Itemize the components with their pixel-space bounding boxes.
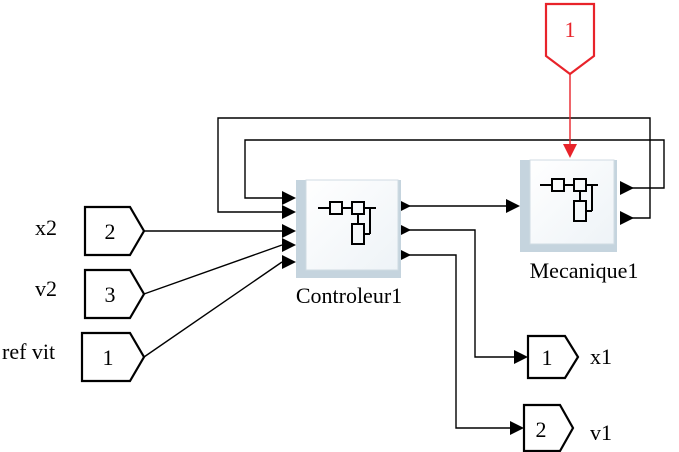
wire-ref-vit[interactable] (143, 261, 283, 358)
arrow-ctrl-in5 (282, 255, 296, 269)
wire-x1[interactable] (405, 229, 516, 358)
outport-x1-label: x1 (590, 344, 612, 369)
inport-x2[interactable]: 2 (83, 205, 146, 257)
signal-lines (143, 74, 665, 429)
outport-v1-shape (522, 403, 575, 452)
arrow-ctrl-in3 (282, 224, 296, 238)
controller-block[interactable]: Controleur1 (296, 179, 402, 308)
arrow-ctrl-in4 (282, 238, 296, 252)
mechanics-block-name: Mecanique1 (530, 258, 639, 283)
inport-x2-shape (83, 205, 146, 257)
outport-v1-label: v1 (590, 420, 612, 445)
outport-v1-number: 2 (536, 417, 547, 442)
mechanics-block[interactable]: Mecanique1 (520, 159, 639, 283)
arrow-out-v1 (510, 421, 524, 435)
top-inport-number: 1 (565, 17, 576, 42)
top-inport[interactable]: 1 (544, 2, 596, 76)
top-inport-shape (544, 2, 596, 76)
subsystem-icon (318, 201, 376, 245)
mechanics-block-body (529, 159, 615, 245)
arrow-ctrl-in2 (282, 191, 296, 205)
feedback-line-outer[interactable] (217, 117, 651, 219)
arrow-heads (282, 144, 634, 435)
inport-ref-vit-number: 1 (103, 345, 114, 370)
inport-v2[interactable]: 3 (83, 268, 146, 320)
inport-ref-vit-label: ref vit (2, 339, 55, 364)
feedback-line-inner[interactable] (244, 139, 665, 199)
arrow-out-x1 (514, 350, 528, 364)
outport-x1[interactable]: 1 (526, 334, 580, 380)
inport-v2-shape (83, 268, 146, 320)
arrow-mech-out1 (620, 181, 634, 195)
inport-v2-label: v2 (35, 276, 57, 301)
inport-ref-vit-shape (80, 331, 146, 383)
arrow-ctrl-in1 (282, 205, 296, 219)
controller-block-name: Controleur1 (296, 283, 402, 308)
inport-ref-vit[interactable]: 1 (80, 331, 146, 383)
arrow-mech-out2 (620, 211, 634, 225)
inport-x2-number: 2 (105, 219, 116, 244)
arrow-top-input (563, 144, 577, 158)
inport-v2-number: 3 (105, 282, 116, 307)
arrow-mech-in (506, 199, 520, 213)
wire-v2[interactable] (143, 244, 283, 295)
subsystem-icon (540, 178, 598, 222)
outport-x1-number: 1 (542, 345, 553, 370)
inport-x2-label: x2 (35, 215, 57, 240)
wire-v1[interactable] (405, 254, 512, 429)
outport-x1-shape (526, 334, 580, 380)
outport-v1[interactable]: 2 (522, 403, 575, 452)
